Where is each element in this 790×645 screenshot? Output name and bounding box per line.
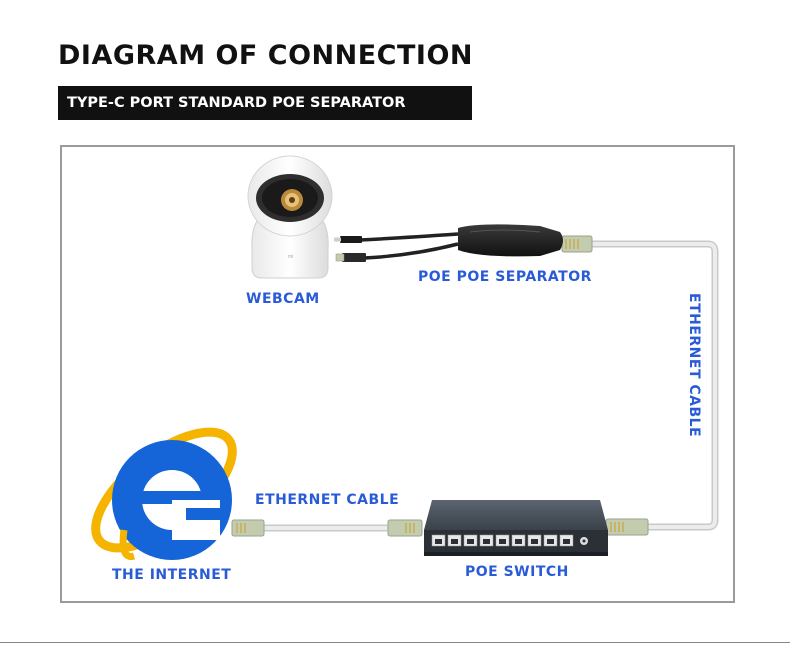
switch-label: POE SWITCH: [465, 564, 569, 580]
page-title: DIAGRAM OF CONNECTION: [58, 40, 473, 71]
diagram-frame: [60, 145, 735, 603]
ethernet-cable-right: [590, 240, 719, 531]
rj45-plug-icon: [231, 519, 265, 537]
subtitle-banner: TYPE-C PORT STANDARD POE SEPARATOR: [58, 86, 472, 120]
ethernet-cable-vertical-label: ETHERNET CABLE: [686, 293, 702, 438]
internet-label: THE INTERNET: [112, 567, 232, 583]
rj45-plug-icon: [387, 519, 423, 537]
rj45-plug-icon: [605, 518, 649, 536]
webcam-icon: mi: [247, 155, 333, 279]
network-switch-icon: [424, 500, 608, 556]
bottom-divider: [0, 642, 790, 643]
internet-explorer-icon: [91, 427, 237, 560]
webcam-label: WEBCAM: [246, 291, 320, 307]
separator-label: POE POE SEPARATOR: [418, 269, 592, 285]
ethernet-cable-horizontal-label: ETHERNET CABLE: [255, 492, 400, 508]
rj45-plug-icon: [561, 235, 593, 253]
svg-text:mi: mi: [288, 254, 293, 260]
poe-separator-icon: [334, 224, 563, 262]
